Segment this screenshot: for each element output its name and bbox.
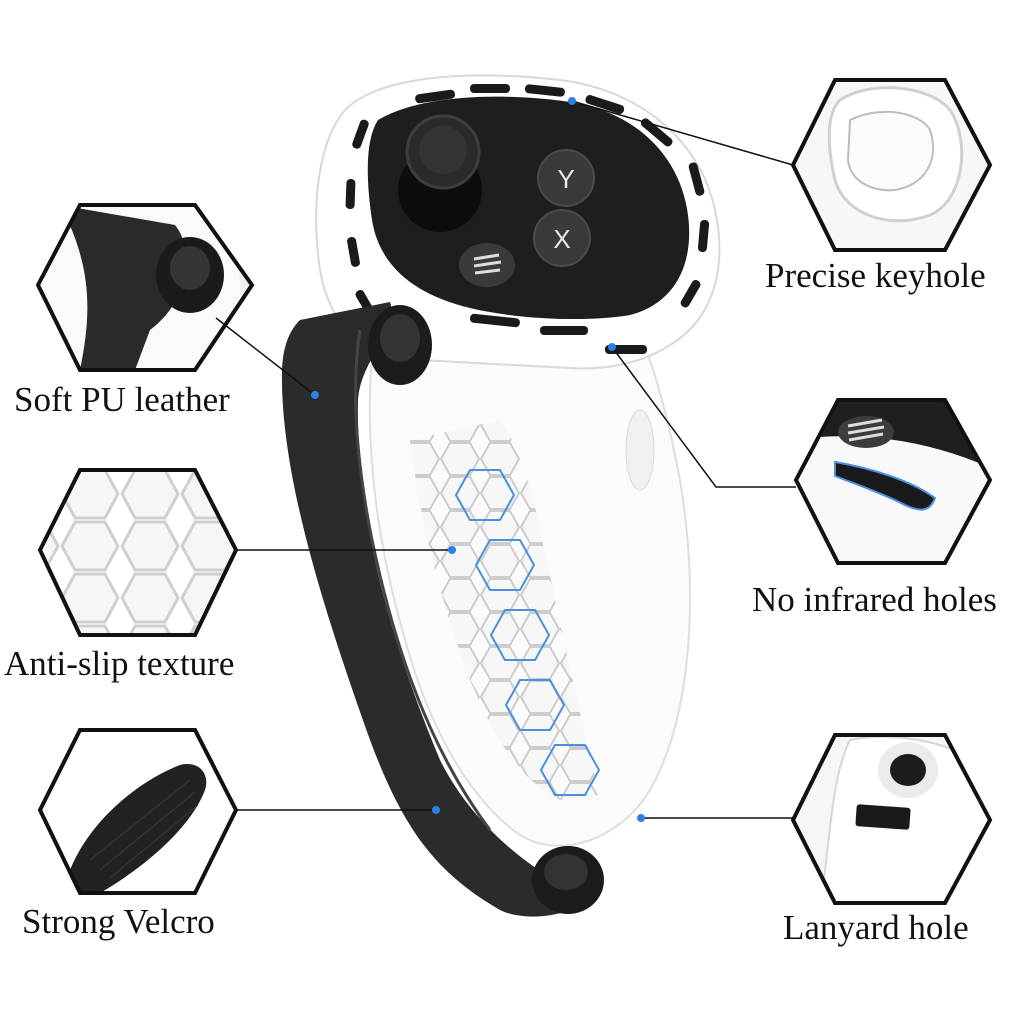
label-lanyard-hole: Lanyard hole (783, 908, 969, 947)
label-no-infrared-holes: No infrared holes (752, 580, 997, 619)
x-button-label: X (553, 224, 570, 254)
trigger-stub (625, 409, 655, 491)
menu-button (459, 243, 515, 287)
leader-lines (215, 100, 796, 819)
controller: Y X (281, 74, 721, 917)
y-button-label: Y (557, 164, 574, 194)
hexagon-frame (37, 468, 239, 637)
callout-precise-keyhole (790, 78, 993, 252)
y-button: Y (537, 149, 595, 207)
label-anti-slip-texture: Anti-slip texture (4, 644, 235, 683)
honeycomb-highlight (454, 469, 601, 796)
callout-dots (311, 97, 645, 822)
x-button: X (533, 209, 591, 267)
hexagon-frame (793, 398, 993, 565)
label-soft-pu-leather: Soft PU leather (14, 380, 230, 419)
callout-lanyard-hole (790, 733, 993, 905)
joystick (398, 114, 482, 232)
hexagon-frame (790, 733, 993, 905)
callout-no-infrared-holes (793, 398, 993, 565)
callout-soft-pu-leather (35, 203, 255, 372)
label-precise-keyhole: Precise keyhole (765, 256, 986, 295)
callout-strong-velcro (37, 728, 239, 895)
hexagon-frame (37, 728, 239, 895)
label-strong-velcro: Strong Velcro (22, 902, 215, 941)
callout-anti-slip-texture (37, 468, 239, 637)
ring-vent-slots (345, 84, 710, 354)
hexagon-frame (35, 203, 255, 372)
